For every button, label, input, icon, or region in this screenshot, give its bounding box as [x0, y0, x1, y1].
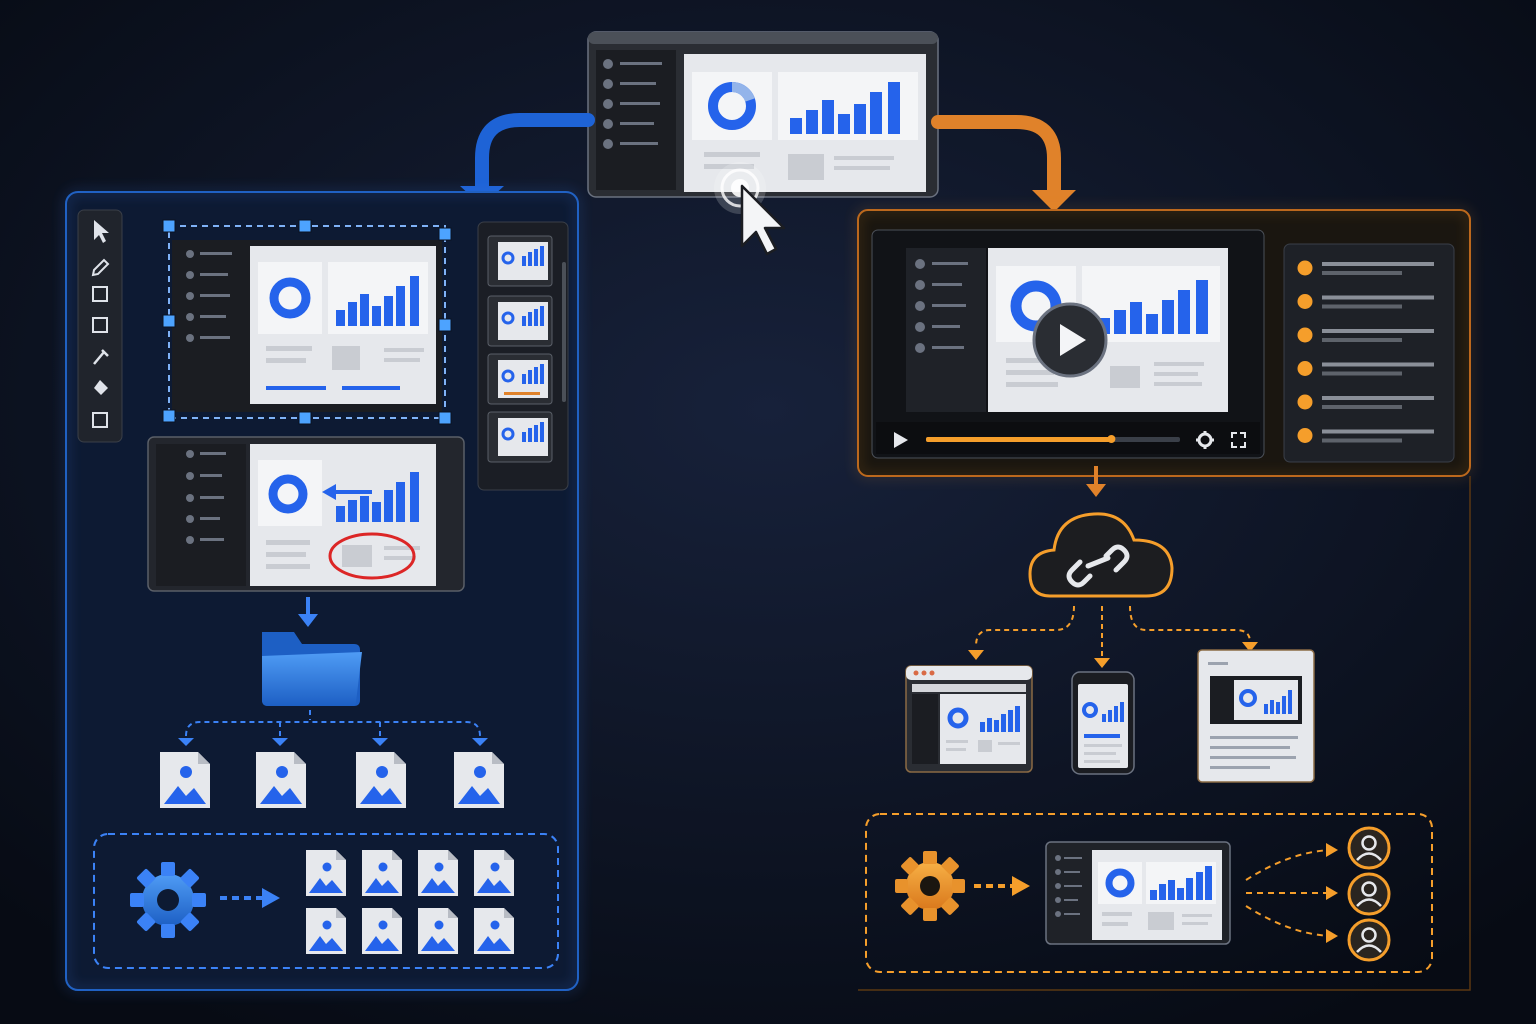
- gear-icon[interactable]: [130, 862, 206, 938]
- shape-icon[interactable]: [92, 412, 108, 428]
- batch-image-file-icon[interactable]: [306, 908, 346, 954]
- link-icon: [1066, 544, 1130, 588]
- branch-arrow-left: [475, 113, 595, 195]
- distribution-connector: [1245, 849, 1331, 937]
- rectangle-icon[interactable]: [92, 286, 108, 302]
- image-file-icon[interactable]: [256, 752, 306, 808]
- thumbnail[interactable]: [487, 411, 553, 463]
- chapter-list-item[interactable]: [1297, 394, 1435, 410]
- chapter-list-item[interactable]: [1297, 260, 1435, 276]
- progress-knob[interactable]: [1107, 435, 1116, 443]
- batch-image-file-icon[interactable]: [474, 908, 514, 954]
- folder-icon[interactable]: [262, 632, 362, 706]
- batch-export-group: [93, 833, 559, 969]
- file-tree-connector: [185, 710, 481, 740]
- thumbnail[interactable]: [487, 235, 553, 287]
- batch-file-grid: [306, 850, 514, 954]
- scrollbar[interactable]: [562, 262, 566, 402]
- thumbnail[interactable]: [487, 295, 553, 347]
- recipient-avatar-icon[interactable]: [1347, 826, 1391, 870]
- cloud-link-icon[interactable]: [1028, 512, 1174, 598]
- chapter-list-item[interactable]: [1297, 428, 1435, 443]
- crop-icon[interactable]: [92, 317, 108, 333]
- click-cursor-icon: [714, 162, 786, 256]
- recipient-avatar-icon[interactable]: [1347, 872, 1391, 916]
- branch-arrow-right: [931, 115, 1061, 199]
- batch-image-file-icon[interactable]: [418, 908, 458, 954]
- chapter-list-item[interactable]: [1297, 294, 1435, 309]
- annotation-highlight-ellipse: [328, 532, 416, 580]
- gear-icon[interactable]: [895, 851, 965, 921]
- fullscreen-icon[interactable]: [1231, 432, 1246, 448]
- source-dashboard-window[interactable]: [587, 31, 939, 198]
- document-page-preview[interactable]: [1197, 649, 1315, 783]
- chapter-list-item[interactable]: [1297, 361, 1435, 376]
- image-file-icon[interactable]: [160, 752, 210, 808]
- share-connector: [975, 605, 1251, 658]
- batch-image-file-icon[interactable]: [306, 850, 346, 896]
- distributed-dashboard-preview[interactable]: [1045, 841, 1231, 945]
- pencil-icon[interactable]: [91, 258, 110, 277]
- batch-image-file-icon[interactable]: [362, 850, 402, 896]
- distribution-group: [865, 813, 1433, 973]
- tool-palette: [77, 209, 123, 443]
- desktop-browser-preview[interactable]: [905, 665, 1033, 773]
- progress-fill: [926, 437, 1112, 442]
- image-file-icon[interactable]: [454, 752, 504, 808]
- batch-image-file-icon[interactable]: [362, 908, 402, 954]
- settings-icon[interactable]: [1196, 431, 1214, 449]
- eyedropper-icon[interactable]: [93, 349, 109, 365]
- recipient-avatar-icon[interactable]: [1347, 918, 1391, 962]
- thumbnail-strip: [477, 221, 569, 491]
- selected-capture-region[interactable]: [162, 219, 452, 425]
- chapter-list: [1283, 243, 1455, 463]
- play-icon[interactable]: [894, 432, 908, 448]
- mobile-phone-preview[interactable]: [1071, 671, 1135, 775]
- batch-image-file-icon[interactable]: [474, 850, 514, 896]
- chapter-list-item[interactable]: [1297, 327, 1435, 343]
- fill-icon[interactable]: [94, 380, 108, 395]
- video-player[interactable]: [871, 229, 1265, 459]
- thumbnail[interactable]: [487, 353, 553, 405]
- annotated-screenshot[interactable]: [147, 436, 465, 592]
- image-file-icon[interactable]: [356, 752, 406, 808]
- batch-image-file-icon[interactable]: [418, 850, 458, 896]
- cursor-icon[interactable]: [94, 220, 109, 243]
